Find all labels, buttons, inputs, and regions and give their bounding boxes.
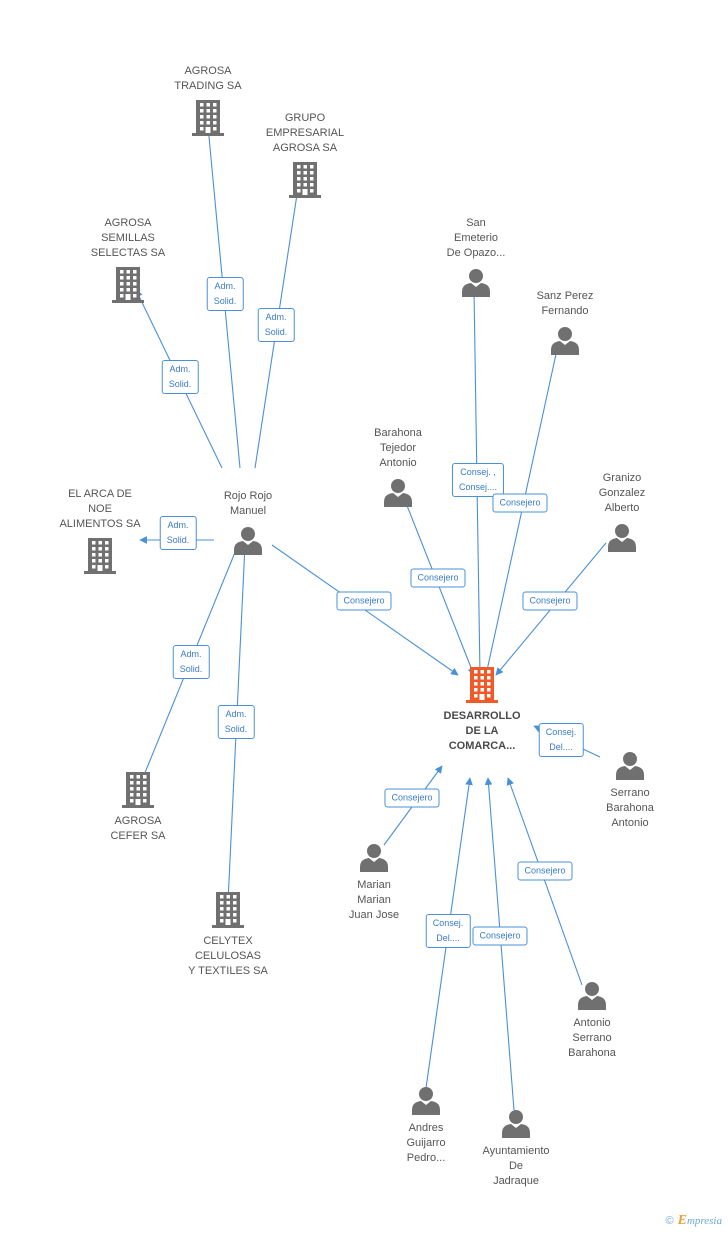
relation-label[interactable]: Consej. Del.... <box>538 723 584 757</box>
person-icon <box>607 522 637 552</box>
brand-footer: ©Empresia <box>666 1213 723 1229</box>
relation-label[interactable]: Consejero <box>410 568 466 588</box>
person-icon <box>411 1085 441 1115</box>
node-label: Barahona Tejedor Antonio <box>374 427 422 469</box>
relation-label[interactable]: Adm. Solid. <box>217 705 255 739</box>
node-label: Antonio Serrano Barahona <box>568 1017 616 1059</box>
relation-label[interactable]: Consej. , Consej.... <box>451 463 505 497</box>
copyright-symbol: © <box>665 1215 674 1227</box>
relation-label[interactable]: Consejero <box>472 926 528 946</box>
person-icon <box>501 1108 531 1138</box>
node-label: Granizo Gonzalez Alberto <box>598 472 646 514</box>
node-label: GRUPO EMPRESARIAL AGROSA SA <box>265 112 345 154</box>
person-icon <box>233 525 263 555</box>
node-label: Ayuntamiento De Jadraque <box>482 1145 550 1187</box>
person-icon <box>615 750 645 780</box>
relation-label[interactable]: Consejero <box>384 788 440 808</box>
relation-label[interactable]: Consejero <box>336 591 392 611</box>
node-label: Sanz Perez Fernando <box>536 290 594 317</box>
building-icon <box>84 538 116 574</box>
node-label: Serrano Barahona Antonio <box>606 787 654 829</box>
relation-label[interactable]: Adm. Solid. <box>257 308 295 342</box>
building-icon <box>466 667 498 703</box>
building-icon <box>192 100 224 136</box>
person-icon <box>359 842 389 872</box>
person-icon <box>550 325 580 355</box>
relation-label[interactable]: Adm. Solid. <box>159 516 197 550</box>
person-icon <box>577 980 607 1010</box>
brand-name: mpresia <box>686 1215 722 1227</box>
node-label: EL ARCA DE NOE ALIMENTOS SA <box>59 488 141 530</box>
node-label: CELYTEX CELULOSAS Y TEXTILES SA <box>188 935 268 977</box>
node-label: AGROSA SEMILLAS SELECTAS SA <box>90 217 166 259</box>
node-label: DESARROLLO DE LA COMARCA... <box>443 710 521 752</box>
relation-label[interactable]: Adm. Solid. <box>206 277 244 311</box>
brand-initial: E <box>677 1213 687 1228</box>
relation-label[interactable]: Adm. Solid. <box>161 360 199 394</box>
relation-label[interactable]: Adm. Solid. <box>172 645 210 679</box>
building-icon <box>112 267 144 303</box>
node-label: AGROSA CEFER SA <box>110 815 166 842</box>
node-label: Marian Marian Juan Jose <box>348 879 400 921</box>
building-icon <box>122 772 154 808</box>
node-label: San Emeterio De Opazo... <box>446 217 506 259</box>
person-icon <box>383 477 413 507</box>
node-label: AGROSA TRADING SA <box>174 65 242 92</box>
person-icon <box>461 267 491 297</box>
relation-label[interactable]: Consejero <box>517 861 573 881</box>
node-label: Andres Guijarro Pedro... <box>406 1122 446 1164</box>
edge-14 <box>506 777 583 986</box>
building-icon <box>212 892 244 928</box>
node-label: Rojo Rojo Manuel <box>223 490 273 517</box>
relation-label[interactable]: Consejero <box>492 493 548 513</box>
relation-label[interactable]: Consejero <box>522 591 578 611</box>
building-icon <box>289 162 321 198</box>
relation-label[interactable]: Consej. Del.... <box>425 914 471 948</box>
